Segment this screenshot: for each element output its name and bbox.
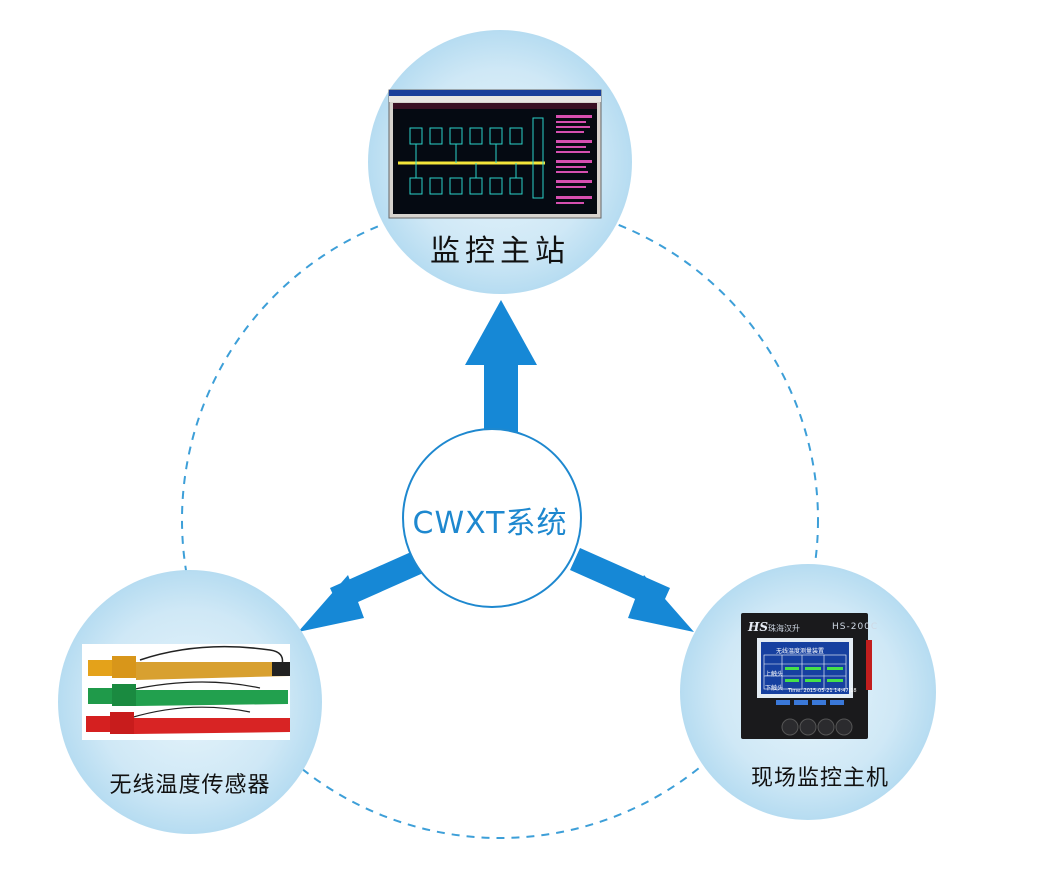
device-brand: HS	[748, 620, 769, 634]
device-row-lower: 下触头	[765, 685, 784, 692]
system-title: CWXT系统	[412, 506, 568, 541]
device-screen-title: 无线温度测量装置	[776, 648, 825, 655]
monitoring-station-label: 监控主站	[430, 234, 570, 269]
arrow-to-right	[570, 548, 694, 632]
arrow-to-left	[298, 548, 430, 632]
temperature-sensors-photo	[82, 644, 290, 740]
monitoring-host-label: 现场监控主机	[750, 766, 889, 791]
arrow-to-top	[465, 300, 537, 440]
device-brand-cn: 珠海汉升	[768, 624, 800, 633]
monitoring-station-screenshot	[388, 89, 602, 219]
device-model: HS-200C	[832, 622, 879, 632]
device-time: Time: 2015-05-21 14:47:18	[788, 688, 857, 694]
device-row-upper: 上触头	[765, 671, 784, 678]
wireless-sensor-label: 无线温度传感器	[109, 773, 271, 798]
center-node	[402, 428, 582, 608]
monitoring-host-device	[741, 613, 872, 739]
dashed-connection-ring	[181, 201, 819, 839]
